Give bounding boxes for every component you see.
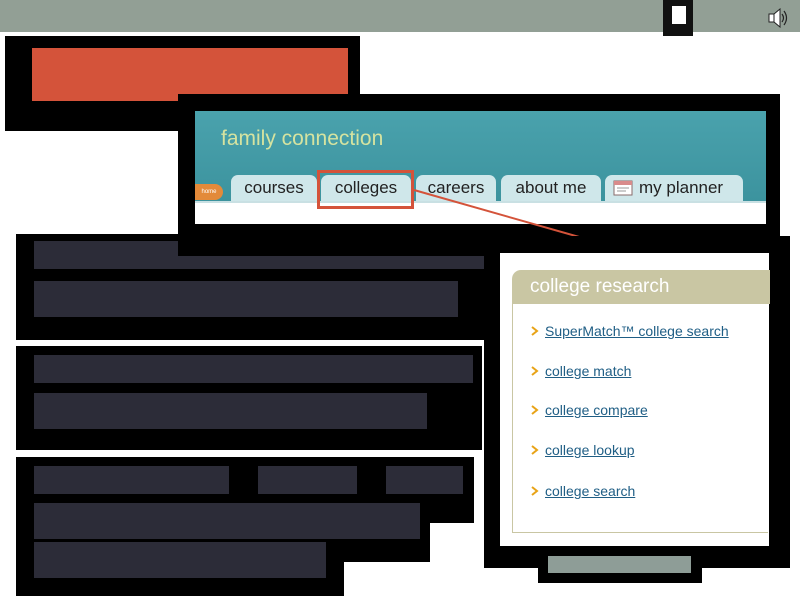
tab-about-me[interactable]: about me xyxy=(501,175,601,201)
grey-button[interactable] xyxy=(548,556,691,573)
link-college-match[interactable]: college match xyxy=(545,363,632,379)
colleges-highlight-box xyxy=(317,170,414,209)
title-bar xyxy=(32,48,348,101)
planner-icon xyxy=(613,180,633,196)
chevron-right-icon xyxy=(531,486,539,496)
text-line xyxy=(34,355,473,383)
text-line xyxy=(34,466,229,494)
link-college-compare[interactable]: college compare xyxy=(545,402,648,418)
text-line xyxy=(34,393,427,429)
tab-colleges[interactable]: colleges xyxy=(321,175,411,201)
link-college-search[interactable]: college search xyxy=(545,483,636,499)
college-research-title: college research xyxy=(530,276,670,297)
family-connection-title: family connection xyxy=(221,127,384,150)
stop-button[interactable] xyxy=(663,0,693,36)
tab-careers[interactable]: careers xyxy=(416,175,496,201)
home-tab[interactable]: home xyxy=(195,184,223,200)
chevron-right-icon xyxy=(531,445,539,455)
chevron-right-icon xyxy=(531,326,539,336)
text-line xyxy=(34,542,326,578)
stop-square-icon xyxy=(672,6,686,24)
text-line xyxy=(386,466,463,494)
tab-my-planner-label: my planner xyxy=(639,178,724,197)
tab-my-planner[interactable]: my planner xyxy=(605,175,743,201)
text-line xyxy=(34,281,458,317)
college-research-header: college research xyxy=(512,270,770,304)
text-line xyxy=(258,466,357,494)
college-research-body xyxy=(512,304,768,533)
tab-courses[interactable]: courses xyxy=(231,175,317,201)
link-college-lookup[interactable]: college lookup xyxy=(545,442,635,458)
link-supermatch[interactable]: SuperMatch™ college search xyxy=(545,323,729,339)
chevron-right-icon xyxy=(531,405,539,415)
tab-underline xyxy=(195,201,766,203)
text-line xyxy=(34,503,420,539)
family-connection-panel: family connection home courses colleges … xyxy=(195,111,766,224)
speaker-icon[interactable] xyxy=(768,8,790,28)
chevron-right-icon xyxy=(531,366,539,376)
